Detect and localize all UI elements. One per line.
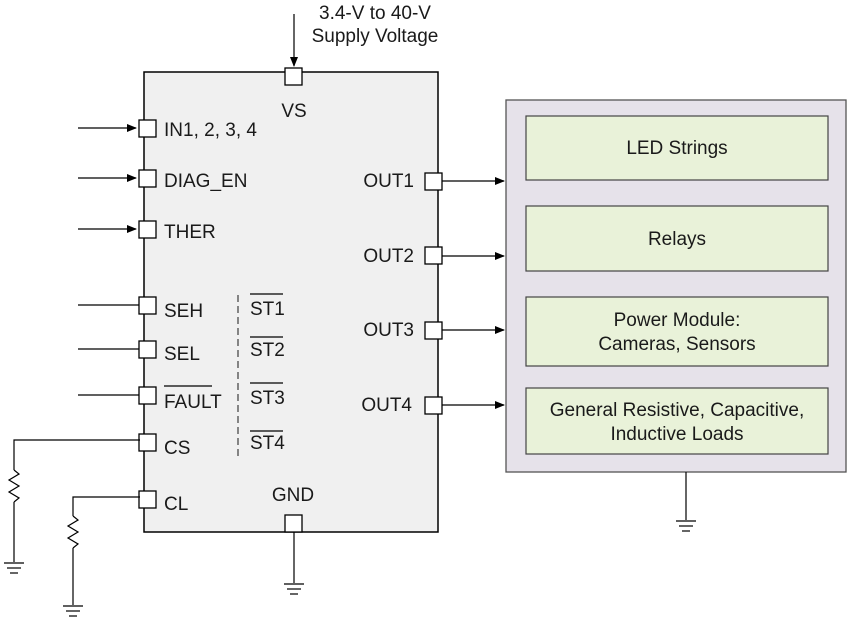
supply-label-line2: Supply Voltage	[312, 26, 439, 47]
gnd-label: GND	[272, 485, 314, 506]
st2-label: ST2	[250, 340, 285, 361]
ther-pin	[138, 220, 157, 239]
ground-symbol-loads	[676, 520, 696, 532]
load-power-module-line1: Power Module:	[614, 310, 741, 331]
sel-pin	[138, 340, 157, 359]
supply-label-line1: 3.4-V to 40-V	[319, 3, 431, 24]
st4-label: ST4	[250, 433, 285, 454]
ground-symbol-cl	[63, 605, 83, 617]
load-led-strings-label: LED Strings	[626, 138, 727, 159]
fault-pin	[138, 386, 157, 405]
cs-label: CS	[164, 438, 190, 459]
load-power-module-line2: Cameras, Sensors	[598, 334, 755, 355]
seh-pin	[138, 296, 157, 315]
st1-label: ST1	[250, 299, 285, 320]
out1-pin	[424, 172, 443, 191]
out2-label: OUT2	[363, 246, 414, 267]
out1-label: OUT1	[363, 171, 414, 192]
out3-label: OUT3	[363, 320, 414, 341]
ground-symbol-cs	[4, 562, 24, 574]
load-box-led-strings	[525, 115, 829, 181]
st3-label: ST3	[250, 388, 285, 409]
load-relays-label: Relays	[648, 229, 706, 250]
cs-pin	[138, 433, 157, 452]
diag-en-pin	[138, 169, 157, 188]
load-box-power-module	[525, 296, 829, 367]
gnd-pin	[284, 514, 303, 533]
out2-pin	[424, 246, 443, 265]
ground-symbol-ic	[284, 583, 304, 595]
fault-label: FAULT	[164, 392, 222, 413]
cl-label: CL	[164, 494, 188, 515]
cl-resistor	[66, 515, 80, 549]
vs-pin	[284, 67, 303, 86]
seh-label: SEH	[164, 301, 203, 322]
vs-label: VS	[281, 101, 306, 122]
load-box-relays	[525, 205, 829, 272]
in-pin	[138, 119, 157, 138]
load-general-line1: General Resistive, Capacitive,	[550, 400, 805, 421]
sel-label: SEL	[164, 344, 200, 365]
ther-label: THER	[164, 222, 216, 243]
cs-wire	[13, 439, 140, 470]
load-general-line2: Inductive Loads	[610, 424, 743, 445]
cl-wire	[72, 496, 140, 516]
out4-pin	[424, 396, 443, 415]
in-label: IN1, 2, 3, 4	[164, 120, 257, 141]
diag-en-label: DIAG_EN	[164, 171, 247, 192]
out3-pin	[424, 321, 443, 340]
load-box-general	[525, 387, 829, 455]
cl-pin	[138, 490, 157, 509]
out4-label: OUT4	[361, 395, 412, 416]
cs-resistor	[7, 469, 21, 503]
